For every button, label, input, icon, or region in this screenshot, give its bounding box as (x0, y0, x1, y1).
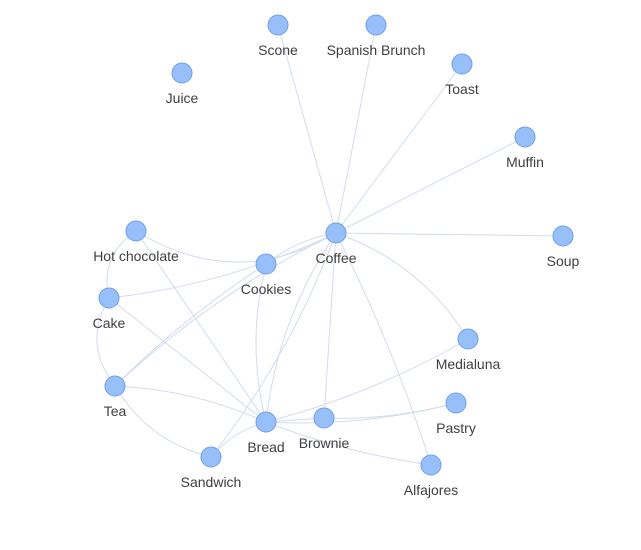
node-pastry[interactable]: Pastry (436, 392, 476, 436)
node-circle-soup[interactable] (552, 225, 574, 247)
node-label-bread: Bread (247, 439, 284, 455)
node-circle-cake[interactable] (98, 287, 120, 309)
node-circle-muffin[interactable] (514, 126, 536, 148)
edge-coffee-brownie (323, 232, 337, 419)
node-circle-pastry[interactable] (445, 392, 467, 414)
node-soup[interactable]: Soup (547, 225, 580, 269)
edge-tea-sandwich (114, 385, 212, 458)
node-label-brownie: Brownie (299, 435, 350, 451)
edge-coffee-bread (265, 232, 337, 423)
node-label-hot-chocolate: Hot chocolate (93, 248, 179, 264)
node-circle-coffee[interactable] (325, 222, 347, 244)
node-circle-spanish-brunch[interactable] (365, 14, 387, 36)
edge-coffee-toast (335, 63, 463, 234)
edge-coffee-tea (114, 232, 337, 387)
edge-bread-cookies (255, 263, 267, 423)
node-label-cookies: Cookies (241, 281, 292, 297)
node-label-tea: Tea (104, 403, 127, 419)
edge-bread-hot-chocolate (135, 230, 267, 423)
node-coffee[interactable]: Coffee (316, 222, 357, 266)
edge-coffee-scone (277, 24, 337, 234)
node-circle-tea[interactable] (104, 375, 126, 397)
edge-coffee-muffin (335, 136, 526, 234)
node-label-medialuna: Medialuna (436, 356, 501, 372)
node-bread[interactable]: Bread (247, 411, 285, 455)
node-sandwich[interactable]: Sandwich (181, 446, 242, 490)
node-label-sandwich: Sandwich (181, 474, 242, 490)
node-cookies[interactable]: Cookies (241, 253, 292, 297)
edge-coffee-sandwich (210, 232, 337, 458)
node-label-scone: Scone (258, 42, 298, 58)
node-scone[interactable]: Scone (258, 14, 298, 58)
node-circle-cookies[interactable] (255, 253, 277, 275)
edge-bread-tea (114, 385, 267, 423)
edge-bread-alfajores (265, 421, 432, 466)
node-circle-brownie[interactable] (313, 407, 335, 429)
node-circle-sandwich[interactable] (200, 446, 222, 468)
edge-bread-cake (108, 297, 267, 423)
node-label-muffin: Muffin (506, 154, 544, 170)
node-label-spanish-brunch: Spanish Brunch (327, 42, 426, 58)
node-circle-medialuna[interactable] (457, 328, 479, 350)
node-label-soup: Soup (547, 253, 580, 269)
node-spanish-brunch[interactable]: Spanish Brunch (327, 14, 426, 58)
node-circle-alfajores[interactable] (420, 454, 442, 476)
node-circle-bread[interactable] (255, 411, 277, 433)
edge-coffee-alfajores (335, 232, 432, 466)
node-cake[interactable]: Cake (93, 287, 126, 331)
node-label-alfajores: Alfajores (404, 482, 458, 498)
node-label-toast: Toast (445, 81, 479, 97)
node-medialuna[interactable]: Medialuna (436, 328, 501, 372)
edge-coffee-medialuna (335, 232, 469, 340)
node-alfajores[interactable]: Alfajores (404, 454, 458, 498)
node-label-juice: Juice (166, 90, 199, 106)
node-muffin[interactable]: Muffin (506, 126, 544, 170)
edge-cake-tea (96, 297, 116, 387)
edge-coffee-soup (335, 232, 564, 237)
edge-tea-cookies (114, 263, 267, 387)
node-juice[interactable]: Juice (166, 62, 199, 106)
node-label-pastry: Pastry (436, 420, 476, 436)
edge-coffee-spanish-brunch (335, 24, 377, 234)
node-hot-chocolate[interactable]: Hot chocolate (93, 220, 179, 264)
node-circle-hot-chocolate[interactable] (125, 220, 147, 242)
edge-brownie-pastry (323, 402, 457, 419)
node-label-cake: Cake (93, 315, 126, 331)
node-circle-scone[interactable] (267, 14, 289, 36)
node-circle-juice[interactable] (171, 62, 193, 84)
node-brownie[interactable]: Brownie (299, 407, 350, 451)
node-toast[interactable]: Toast (445, 53, 479, 97)
node-label-coffee: Coffee (316, 250, 357, 266)
edge-coffee-cake (108, 232, 337, 299)
node-tea[interactable]: Tea (104, 375, 127, 419)
edge-bread-medialuna (265, 338, 469, 423)
node-circle-toast[interactable] (451, 53, 473, 75)
